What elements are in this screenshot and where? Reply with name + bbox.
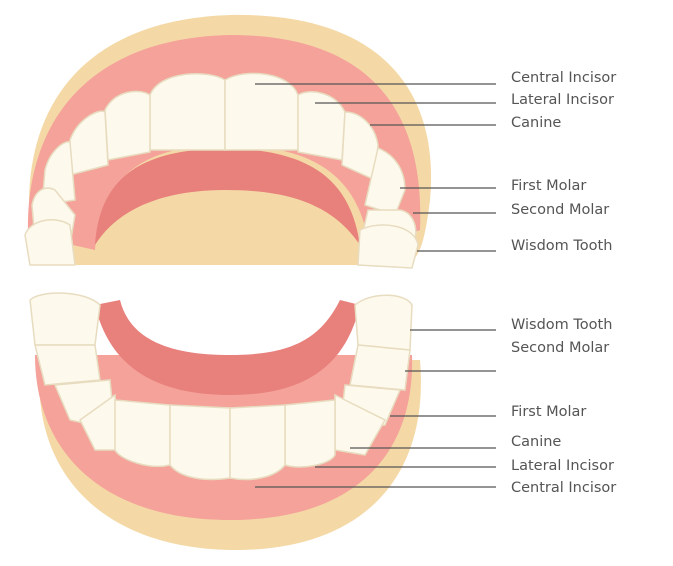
label-upper-central-incisor: Central Incisor [511, 70, 617, 86]
upper-palate [95, 148, 360, 245]
label-lower-lateral-incisor: Lateral Incisor [511, 458, 614, 474]
label-upper-wisdom-tooth: Wisdom Tooth [511, 238, 613, 254]
label-lower-wisdom-tooth: Wisdom Tooth [511, 317, 613, 333]
label-lower-canine: Canine [511, 434, 562, 450]
label-lower-central-incisor: Central Incisor [511, 480, 617, 496]
label-lower-second-molar: Second Molar [511, 340, 610, 356]
label-lower-first-molar: First Molar [511, 404, 587, 420]
lower-tongue-area [95, 300, 360, 395]
label-upper-lateral-incisor: Lateral Incisor [511, 92, 614, 108]
lower-jaw [29, 292, 421, 551]
lower-teeth [29, 292, 413, 481]
leader-lines [255, 83, 496, 488]
upper-jaw [24, 14, 432, 269]
upper-teeth [24, 72, 419, 269]
label-upper-second-molar: Second Molar [511, 202, 610, 218]
label-upper-canine: Canine [511, 115, 562, 131]
label-upper-first-molar: First Molar [511, 178, 587, 194]
